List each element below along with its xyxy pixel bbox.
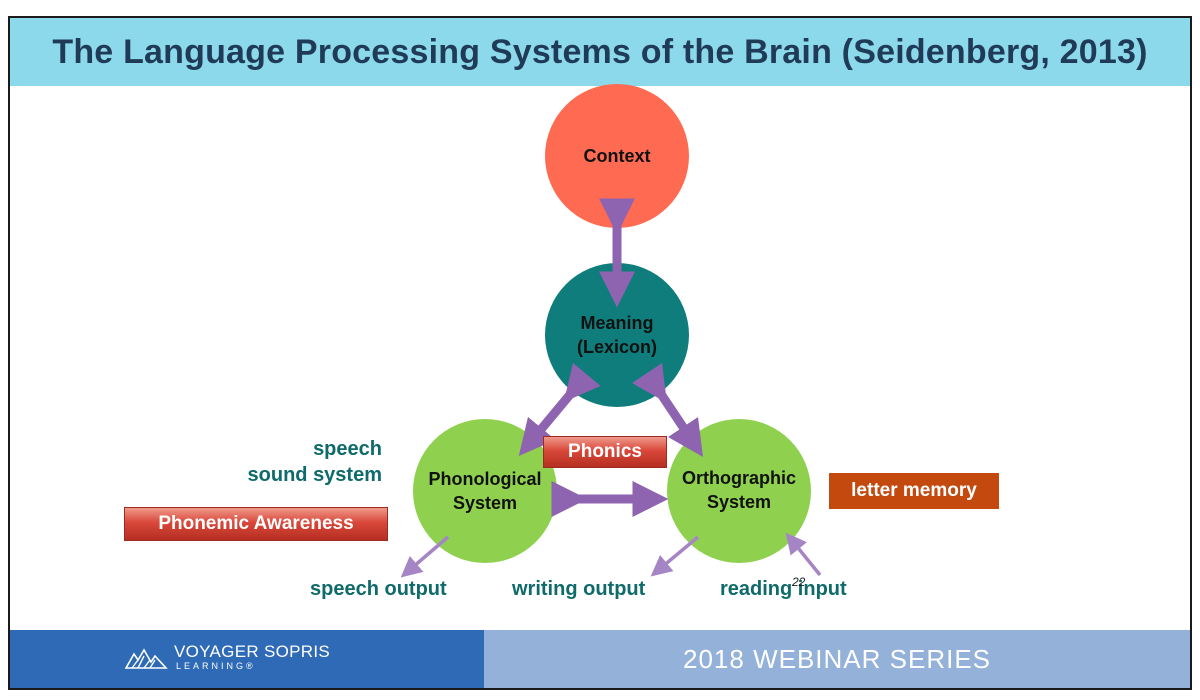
meaning-orthographic-arrow [632,363,703,457]
slide: The Language Processing Systems of the B… [8,16,1192,690]
context-circle [545,84,689,228]
page-number: 22 [792,575,806,589]
writing-output-label: writing output [512,578,646,600]
orthographic-circle [667,419,811,563]
footer: VOYAGER SOPRIS LEARNING® 2018 WEBINAR SE… [10,630,1190,688]
meaning-phonological-arrow [518,362,601,457]
logo-sub-text: LEARNING® [176,661,256,671]
letter-memory-banner: letter memory [829,473,999,509]
footer-logo-area: VOYAGER SOPRIS LEARNING® [10,630,484,688]
voyager-sopris-logo: VOYAGER SOPRIS LEARNING® [124,642,330,673]
phonics-banner: Phonics [543,436,667,468]
title-bar: The Language Processing Systems of the B… [10,18,1190,86]
speech-output-label: speech output [310,578,447,600]
phonemic-awareness-banner: Phonemic Awareness [124,507,388,541]
footer-series-area: 2018 WEBINAR SERIES [484,630,1190,688]
diagram-canvas [400,84,822,578]
webinar-series-text: 2018 WEBINAR SERIES [683,643,991,674]
reading-input-label: reading input [720,578,847,600]
context-label: Context [583,146,651,166]
logo-main-text: VOYAGER SOPRIS [174,642,330,661]
meaning-label: Meaning (Lexicon) [576,313,657,357]
speech-output-arrow [400,535,450,578]
mountain-logo-icon [124,648,168,669]
phonological-label: Phonological System [428,469,542,513]
slide-title: The Language Processing Systems of the B… [52,32,1148,71]
reading-input-arrow [785,532,822,577]
speech-sound-system-label: speech sound system [247,438,382,486]
writing-output-arrow [650,535,700,577]
orthographic-label: Orthographic System [681,468,796,512]
